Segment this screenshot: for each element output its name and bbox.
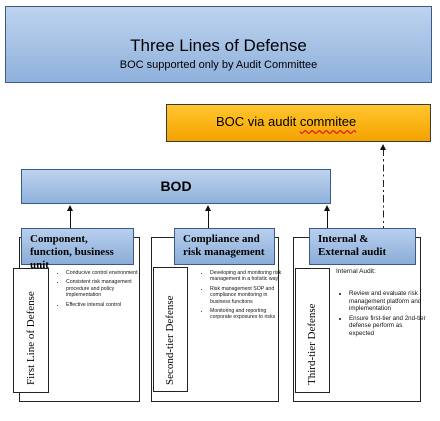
third-tier-list: Review and evaluate risk management plat… bbox=[338, 290, 429, 340]
second-tier-list: Developing and monitoring risk managemen… bbox=[200, 270, 288, 324]
list-item: Review and evaluate risk management plat… bbox=[349, 290, 429, 313]
bod-label: BOD bbox=[160, 178, 192, 194]
third-tier-side-box: Third-tier Defense bbox=[295, 268, 330, 393]
arrow-head-third bbox=[324, 205, 330, 211]
audit-box-word: commitee bbox=[299, 114, 357, 129]
second-tier-side-box: Second-tier Defense bbox=[153, 267, 188, 392]
arrow-head-second bbox=[205, 205, 211, 211]
third-tier-header: Internal & External audit bbox=[309, 228, 416, 265]
list-item: Consistent risk management procedure and… bbox=[66, 279, 146, 298]
arrow-line-second bbox=[208, 211, 209, 228]
audit-box-prefix: BOC via audit bbox=[216, 114, 300, 129]
audit-connector-line bbox=[383, 150, 384, 228]
audit-committee-box: BOC via audit commitee bbox=[166, 104, 431, 142]
arrow-line-first bbox=[70, 211, 71, 228]
second-tier-header: Compliance and risk management bbox=[174, 228, 275, 265]
list-item: Conducive control environment bbox=[66, 270, 146, 276]
third-tier-subheading: Internal Audit: bbox=[336, 268, 376, 275]
arrow-head-first bbox=[67, 205, 73, 211]
diagram-title: Three Lines of Defense bbox=[130, 36, 307, 55]
first-line-side-box: First Line of Defense bbox=[13, 268, 49, 393]
audit-connector-arrowhead bbox=[380, 144, 386, 150]
diagram-subtitle: BOC supported only by Audit Committee bbox=[119, 59, 318, 71]
first-line-header: Component, function, business unit bbox=[21, 228, 134, 271]
list-item: Effective internal control bbox=[66, 302, 146, 308]
third-tier-side-label: Third-tier Defense bbox=[306, 303, 318, 385]
list-item: Developing and monitoring risk managemen… bbox=[210, 270, 288, 283]
list-item: Ensure first-tier and 2nd-tier defense p… bbox=[349, 315, 429, 338]
list-item: Monitoring and reporting corporate expos… bbox=[210, 308, 288, 321]
arrow-line-third bbox=[327, 211, 328, 228]
first-line-side-label: First Line of Defense bbox=[25, 291, 37, 385]
second-tier-side-label: Second-tier Defense bbox=[164, 295, 176, 386]
title-box: Three Lines of Defense BOC supported onl… bbox=[5, 6, 432, 83]
list-item: Risk management SOP and compliance monit… bbox=[210, 286, 288, 305]
first-line-list: Conducive control environment Consistent… bbox=[56, 270, 146, 311]
bod-box: BOD bbox=[21, 169, 331, 204]
